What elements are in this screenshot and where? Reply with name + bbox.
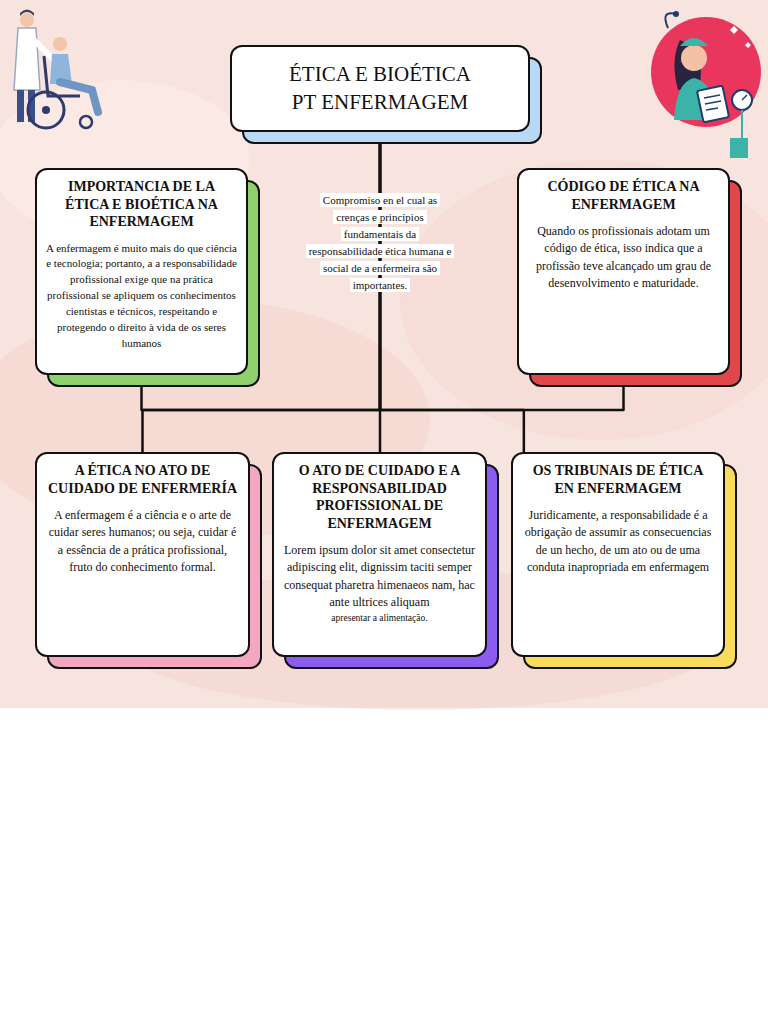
topic-box: A ÉTICA NO ATO DE CUIDADO DE ENFERMERÍA A…	[35, 452, 250, 657]
stethoscope-head	[673, 11, 679, 17]
nurse-illustration	[651, 11, 761, 158]
box-body: Quando os profissionais adotam um código…	[528, 223, 719, 293]
nurse-head	[681, 45, 707, 71]
topic-box: O ATO DE CUIDADO E A RESPONSABILIDAD PRO…	[272, 452, 487, 657]
topic-box: OS TRIBUNAIS DE ÉTICA EN ENFERMAGEM Jurid…	[511, 452, 725, 657]
box-body: A enfermagem é a ciência e o arte de cui…	[46, 507, 239, 577]
wheelchair-hub	[42, 106, 50, 114]
sparkle	[730, 26, 751, 48]
wheelchair-illustration	[14, 10, 98, 129]
watercolor-blot	[400, 160, 768, 440]
doctor-coat	[14, 28, 40, 90]
box-heading: OS TRIBUNAIS DE ÉTICA EN ENFERMAGEM	[522, 462, 714, 497]
iv-bag	[730, 138, 748, 158]
box-heading: CÓDIGO DE ÉTICA NA ENFERMAGEM	[528, 178, 719, 213]
box-heading: O ATO DE CUIDADO E A RESPONSABILIDAD PRO…	[283, 462, 476, 532]
blood-pressure-gauge	[732, 90, 752, 110]
doctor-leg	[17, 90, 24, 122]
clipboard-lines	[704, 95, 721, 110]
box-body: A enfermagem é muito mais do que ciência…	[46, 241, 237, 353]
note-text: Compromiso en el cual as crenças e princ…	[306, 193, 455, 292]
connector-line	[380, 132, 524, 452]
box-body: apresentar a alimentação.	[283, 612, 476, 624]
wheelchair-caster	[80, 116, 92, 128]
nurse-cap	[680, 38, 708, 46]
box-heading: ÉTICA E BIOÉTICA PT ENFERMAGEM	[283, 61, 478, 116]
box-heading: A ÉTICA NO ATO DE CUIDADO DE ENFERMERÍA	[46, 462, 239, 497]
gauge-needle	[742, 95, 747, 100]
box-body: Juridicamente, a responsabilidade é a ob…	[522, 507, 714, 577]
title-box: ÉTICA E BIOÉTICA PT ENFERMAGEM	[230, 45, 530, 132]
doctor-arm	[34, 40, 52, 58]
nurse-circle	[651, 17, 761, 127]
patient-head	[53, 37, 67, 51]
doctor-hair	[20, 10, 34, 17]
wheelchair-wheel	[28, 92, 64, 128]
topic-box: CÓDIGO DE ÉTICA NA ENFERMAGEM Quando os p…	[517, 168, 730, 375]
box-body: Lorem ipsum dolor sit amet consectetur a…	[283, 542, 476, 612]
doctor-head	[20, 13, 34, 27]
clipboard	[697, 86, 729, 123]
wheelchair-frame	[44, 56, 80, 96]
center-note: Compromiso en el cual as crenças e princ…	[305, 192, 455, 294]
topic-box: IMPORTANCIA DE LA ÉTICA E BIOÉTICA NA EN…	[35, 168, 248, 375]
box-heading: IMPORTANCIA DE LA ÉTICA E BIOÉTICA NA EN…	[46, 178, 237, 231]
